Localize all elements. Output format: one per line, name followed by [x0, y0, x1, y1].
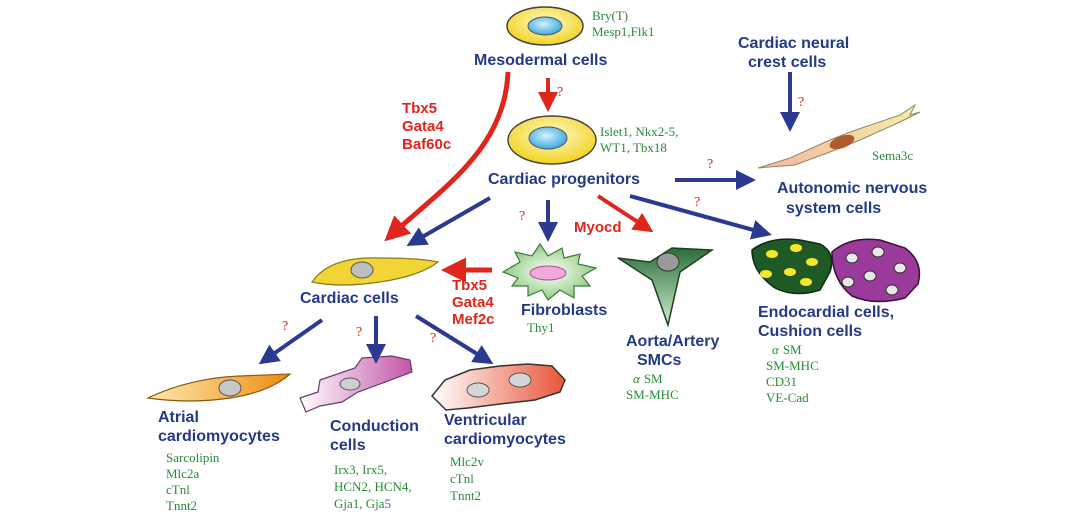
conduction-marker: HCN2, HCN4,	[334, 479, 412, 494]
progenitors-marker: Islet1, Nkx2-5,	[600, 124, 678, 139]
mesodermal-marker: Bry(T)	[592, 8, 628, 23]
unknown-mark-neural-crest: ?	[798, 95, 804, 110]
mesodermal-marker: Mesp1,Flk1	[592, 24, 654, 39]
arrow-progenitors-to-endocardial	[629, 194, 772, 240]
factor-direct: Tbx5	[402, 100, 437, 117]
factor-direct: Gata4	[402, 118, 444, 135]
factor-fibro: Tbx5	[452, 277, 487, 294]
progenitors-marker: WT1, Tbx18	[600, 140, 667, 155]
ventricular-marker: cTnl	[450, 471, 474, 486]
conduction-label: Conduction	[330, 418, 419, 435]
arrow-cardiac-to-atrial	[258, 318, 324, 365]
unknown-mark-autonomic: ?	[707, 157, 713, 172]
conduction-cell-icon	[299, 355, 413, 413]
progenitor-cell-icon	[507, 115, 597, 165]
unknown-mark-atrial: ?	[282, 319, 288, 334]
factor-direct: Baf60c	[402, 136, 451, 153]
autonomic-label: Autonomic nervous	[777, 180, 927, 197]
endocardial-marker: SM-MHC	[766, 358, 819, 373]
smc-label: Aorta/Artery	[626, 333, 719, 350]
fibroblasts-marker: Thy1	[527, 320, 554, 335]
atrial-label: cardiomyocytes	[158, 428, 280, 445]
endocardial-label: Endocardial cells,	[758, 304, 894, 321]
endocardial-cell-icon	[751, 238, 833, 295]
conduction-marker: Irx3, Irx5,	[334, 462, 387, 477]
smc-cell-icon	[617, 247, 715, 328]
cardiac-cell-icon	[310, 257, 440, 286]
neuron-cell-icon	[757, 103, 921, 169]
endocardial-marker: CD31	[766, 374, 797, 389]
smc-label: SMCs	[637, 352, 682, 369]
unknown-mark-meso-prog: ?	[557, 85, 563, 100]
ventricular-marker: Tnnt2	[450, 488, 481, 503]
ventricular-label: cardiomyocytes	[444, 431, 566, 448]
ventricular-label: Ventricular	[444, 412, 527, 429]
endocardial-label: Cushion cells	[758, 323, 862, 340]
autonomic-marker: Sema3c	[872, 148, 913, 163]
atrial-marker: Mlc2a	[166, 466, 199, 481]
ventricular-marker: Mlc2v	[450, 454, 484, 469]
mesodermal-label: Mesodermal cells	[474, 52, 608, 69]
cushion-cell-icon	[831, 238, 921, 303]
atrial-marker: Sarcolipin	[166, 450, 220, 465]
atrial-cell-icon	[145, 373, 292, 402]
progenitors-label: Cardiac progenitors	[488, 171, 640, 188]
arrow-progenitors-to-cardiac	[406, 196, 491, 246]
unknown-mark-ventricular: ?	[430, 331, 436, 346]
fibroblasts-label: Fibroblasts	[521, 302, 607, 319]
factor-fibro: Mef2c	[452, 311, 495, 328]
autonomic-label: system cells	[786, 200, 881, 217]
conduction-marker: Gja1, Gja5	[334, 496, 391, 511]
cardiac-label: Cardiac cells	[300, 290, 399, 307]
atrial-marker: cTnl	[166, 482, 190, 497]
unknown-mark-conduction: ?	[356, 325, 362, 340]
neural-crest-label: Cardiac neural	[738, 35, 849, 52]
mesodermal-cell-icon	[506, 6, 584, 46]
arrow-mesoderm-to-cardiac	[384, 71, 511, 242]
conduction-label: cells	[330, 437, 366, 454]
factor-myocd: Myocd	[574, 219, 622, 236]
neural-crest-label: crest cells	[748, 54, 826, 71]
endocardial-marker: VE-Cad	[766, 390, 809, 405]
fibroblast-cell-icon	[501, 242, 598, 301]
arrow-cardiac-to-ventricular	[414, 314, 494, 365]
ventricular-cell-icon	[430, 363, 566, 411]
atrial-label: Atrial	[158, 409, 199, 426]
factor-fibro: Gata4	[452, 294, 494, 311]
atrial-marker: Tnnt2	[166, 498, 197, 513]
smc-marker: SM-MHC	[626, 387, 679, 402]
unknown-mark-endocardial: ?	[694, 195, 700, 210]
unknown-mark-fibroblasts: ?	[519, 209, 525, 224]
arrow-progenitors-to-smc	[596, 194, 654, 233]
